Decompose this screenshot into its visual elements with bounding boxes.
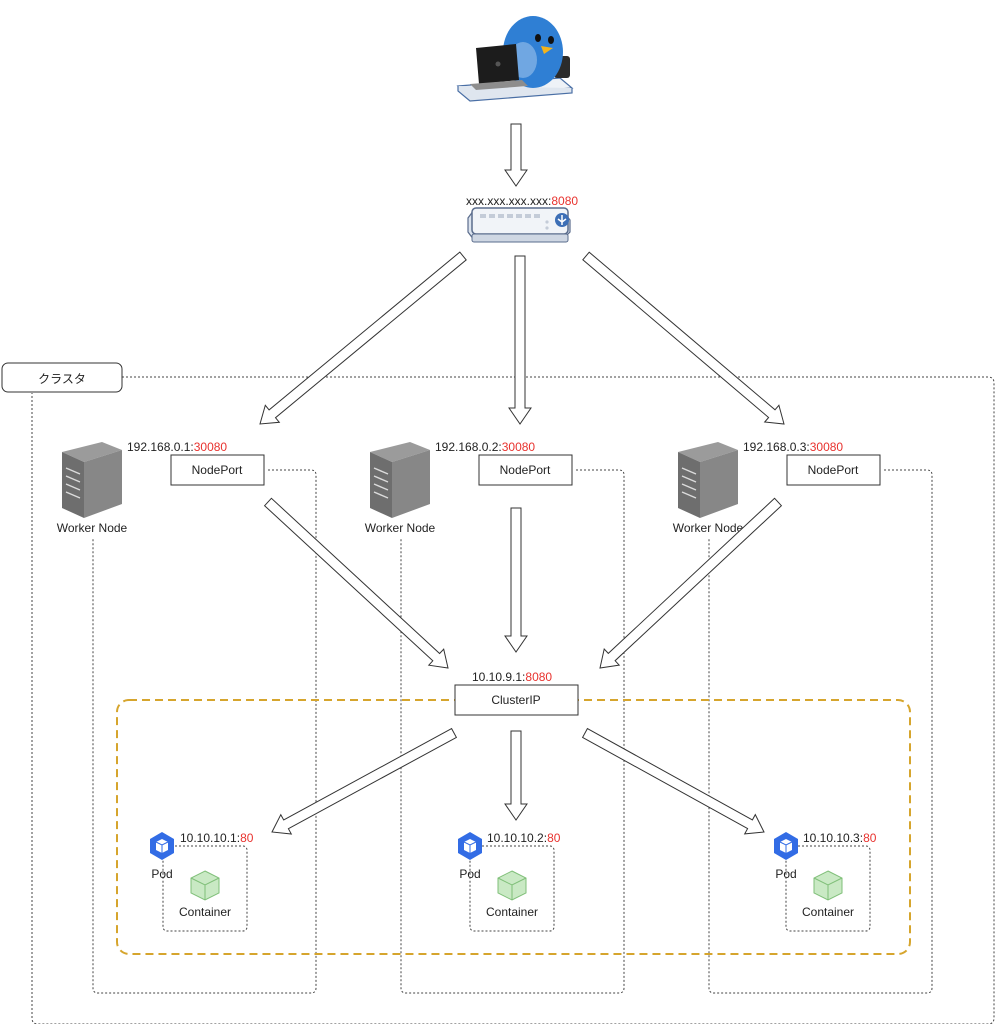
pod-ip-2: 10.10.10.2: (487, 831, 547, 845)
server-icon (62, 442, 122, 518)
pod-ip-1: 10.10.10.1: (180, 831, 240, 845)
worker-node-label-3: Worker Node (673, 521, 744, 535)
pod-label-1: Pod (151, 867, 172, 881)
svg-text:10.10.10.1:80: 10.10.10.1:80 (180, 831, 254, 845)
arrow-node-1-to-clusterip (263, 497, 449, 669)
pod-port-2: 80 (547, 831, 561, 845)
container-icon (497, 870, 527, 901)
nodeport-ip-2: 192.168.0.2: (435, 440, 502, 454)
arrow-node-2-to-clusterip (504, 507, 528, 653)
svg-text:192.168.0.3:30080: 192.168.0.3:30080 (743, 440, 843, 454)
worker-node-region-3 (708, 469, 933, 994)
arrow-lb-to-node-1 (259, 251, 467, 425)
worker-node-region-1 (92, 469, 317, 994)
user-laptop-icon (456, 16, 574, 102)
arrow-lb-to-node-3 (582, 251, 785, 425)
arrow-node-3-to-clusterip (599, 497, 783, 669)
arrow-clusterip-to-pod-3 (581, 727, 765, 835)
worker-node-label-1: Worker Node (57, 521, 128, 535)
pod-label-2: Pod (459, 867, 480, 881)
container-icon (813, 870, 843, 901)
nodeport-box-3 (786, 454, 881, 486)
nodeport-port-3: 30080 (810, 440, 844, 454)
svg-text:192.168.0.1:30080: 192.168.0.1:30080 (127, 440, 227, 454)
arrow-clusterip-to-pod-2 (504, 730, 528, 821)
clusterip-ip: 10.10.9.1: (472, 670, 525, 684)
svg-text:10.10.9.1:8080: 10.10.9.1:8080 (472, 670, 552, 684)
nodeport-label-1: NodePort (192, 463, 243, 477)
nodeport-port-1: 30080 (194, 440, 228, 454)
container-label-2: Container (486, 905, 538, 919)
pod-port-3: 80 (863, 831, 877, 845)
pod-icon (774, 832, 798, 860)
cluster-label-box (1, 362, 123, 393)
nodeport-ip-1: 192.168.0.1: (127, 440, 194, 454)
lb-ip: xxx.xxx.xxx.xxx: (466, 194, 551, 208)
server-icon (678, 442, 738, 518)
pod-region-1 (162, 845, 248, 932)
container-icon (190, 870, 220, 901)
pod-region-3 (785, 845, 871, 932)
nodeport-label-2: NodePort (500, 463, 551, 477)
pod-port-1: 80 (240, 831, 254, 845)
pod-ip-3: 10.10.10.3: (803, 831, 863, 845)
arrow-user-to-lb (504, 123, 528, 187)
nodeport-box-2 (478, 454, 573, 486)
cluster-label: クラスタ (38, 372, 86, 386)
flow-arrows (259, 123, 785, 835)
svg-text:10.10.10.3:80: 10.10.10.3:80 (803, 831, 877, 845)
pod-icon (458, 832, 482, 860)
clusterip-label: ClusterIP (491, 693, 540, 707)
nodeport-port-2: 30080 (502, 440, 536, 454)
lb-port: 8080 (551, 194, 578, 208)
container-label-1: Container (179, 905, 231, 919)
arrow-lb-to-node-2 (508, 255, 532, 425)
worker-node-label-2: Worker Node (365, 521, 436, 535)
svg-text:192.168.0.2:30080: 192.168.0.2:30080 (435, 440, 535, 454)
worker-node-region-2 (400, 469, 625, 994)
nodeport-box-1 (170, 454, 265, 486)
nodeport-label-3: NodePort (808, 463, 859, 477)
nodeport-ip-3: 192.168.0.3: (743, 440, 810, 454)
container-label-3: Container (802, 905, 854, 919)
clusterip-box (454, 684, 579, 716)
svg-text:xxx.xxx.xxx.xxx:8080: xxx.xxx.xxx.xxx:8080 (466, 194, 578, 208)
pod-label-3: Pod (775, 867, 796, 881)
pod-icon (150, 832, 174, 860)
load-balancer-icon (467, 207, 571, 243)
server-icon (370, 442, 430, 518)
pod-region-2 (469, 845, 555, 932)
svg-text:10.10.10.2:80: 10.10.10.2:80 (487, 831, 561, 845)
clusterip-port: 8080 (525, 670, 552, 684)
arrow-clusterip-to-pod-1 (271, 727, 458, 835)
